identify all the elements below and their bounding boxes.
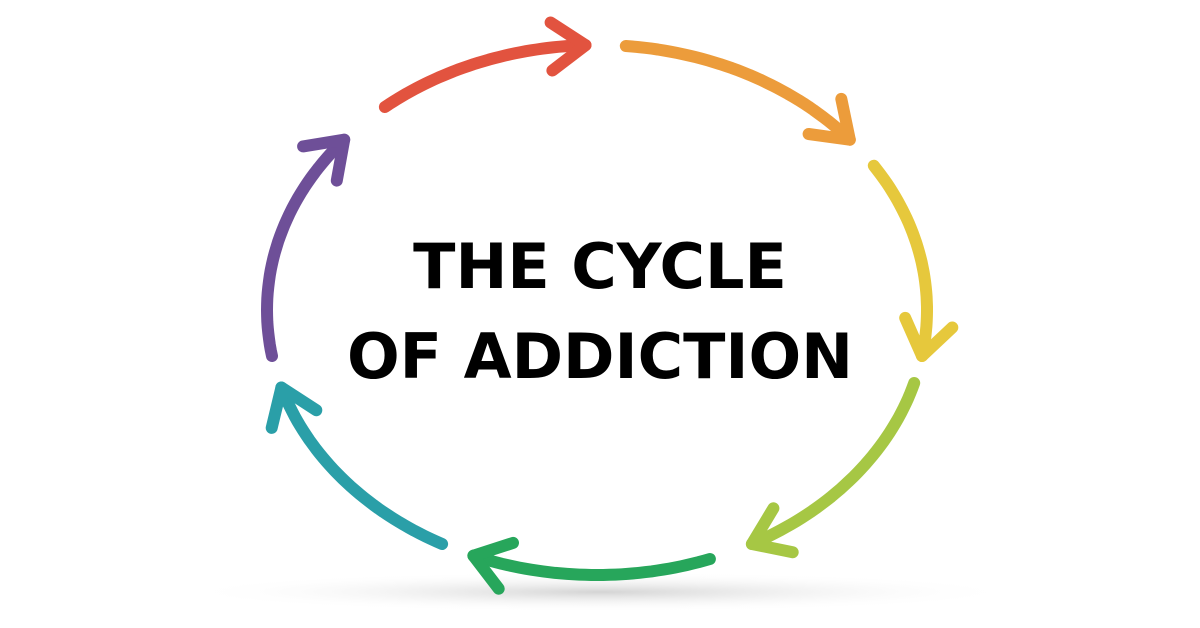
cycle-arrow-head xyxy=(544,16,592,77)
diagram-title: THE CYCLE OF ADDICTION xyxy=(300,222,900,402)
cycle-arrow-head xyxy=(802,92,856,146)
cycle-arrow-head xyxy=(745,502,799,559)
cycle-arrow-head xyxy=(265,381,323,434)
cycle-arrow-head xyxy=(297,133,351,187)
cycle-arrow-orange xyxy=(619,40,856,146)
cycle-arrow-green xyxy=(467,536,716,595)
cycle-arrow-yellow xyxy=(867,159,959,362)
cycle-arrow-purple xyxy=(261,133,351,362)
cycle-arrow-head xyxy=(467,536,519,595)
cycle-arrow-red xyxy=(378,16,592,113)
cycle-arrow-shaft xyxy=(867,159,933,362)
cycle-arrow-shaft xyxy=(467,549,716,581)
title-line-1: THE CYCLE xyxy=(413,230,787,303)
cycle-arrow-shaft xyxy=(619,40,856,146)
ground-shadow xyxy=(180,572,1020,612)
cycle-arrow-shaft xyxy=(275,381,449,550)
cycle-arrow-lime xyxy=(745,377,921,559)
cycle-arrow-shaft xyxy=(378,39,592,113)
title-line-2: OF ADDICTION xyxy=(346,320,854,393)
cycle-arrow-teal xyxy=(265,381,449,550)
cycle-arrow-shaft xyxy=(261,133,351,362)
cycle-arrow-shaft xyxy=(745,377,921,550)
cycle-arrow-head xyxy=(899,311,959,362)
